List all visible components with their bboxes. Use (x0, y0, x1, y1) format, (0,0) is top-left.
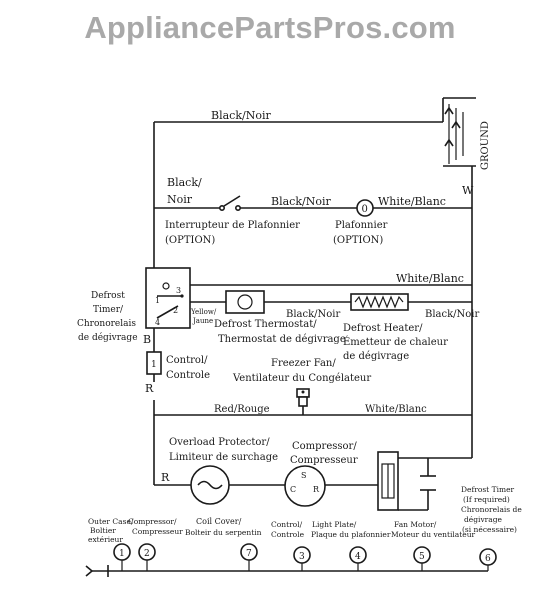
timer-terminal-2: 2 (173, 306, 178, 315)
control-label-2: Controle (166, 370, 210, 381)
freezer-fan-label-1: Freezer Fan/ (271, 358, 336, 369)
defrost-thermostat-label-1: Defrost Thermostat/ (214, 319, 317, 330)
connector-pin-7: 7 (246, 549, 252, 559)
timer-terminal-1: 1 (155, 296, 160, 305)
defrost-heater-label-1: Defrost Heater/ (343, 323, 423, 334)
timer-B-label: B (143, 333, 151, 346)
wire-network (153, 98, 473, 511)
compressor-pin-S: S (301, 471, 306, 480)
defrost-timer-left-4: de dégivrage (78, 332, 138, 343)
ground-tag: W (462, 184, 474, 197)
defrost-timer-left-1: Defrost (91, 291, 125, 301)
control-icon: 1 (146, 351, 162, 375)
connector-pin-3: 3 (299, 552, 305, 562)
control-R-label: R (145, 382, 154, 395)
connector-label-fan-1: Fan Motor/ (394, 520, 437, 529)
defrost-timer-right-2: (If required) (463, 495, 510, 504)
connector-pin-4: 4 (355, 552, 361, 562)
ground-label: GROUND (480, 121, 491, 170)
defrost-timer-right-1: Defrost Timer (461, 485, 515, 494)
row3-white-label: White/Blanc (396, 272, 464, 285)
connector-label-light-1: Light Plate/ (312, 520, 357, 529)
connector-label-outer-2: Boltier (90, 526, 116, 535)
overload-label-1: Overload Protector/ (169, 437, 270, 448)
relay-icon (377, 451, 399, 511)
defrost-thermostat-icon (225, 290, 265, 314)
compressor-icon (284, 465, 326, 507)
thermostat-wire-label: Black/Noir (286, 309, 341, 320)
connector-pin-5: 5 (419, 552, 425, 562)
freezer-fan-label-2: Ventilateur du Congélateur (232, 373, 371, 384)
defrost-thermostat-label-2: Thermostat de dégivrage (218, 334, 346, 345)
connector-pin-6: 6 (485, 554, 491, 564)
light-switch-label-4: (OPTION) (165, 235, 215, 246)
watermark-logo: AppliancePartsPros.com (84, 10, 456, 45)
defrost-timer-left-2: Timer/ (93, 305, 124, 315)
red-wire-label: Red/Rouge (214, 404, 270, 415)
control-label-1: Control/ (166, 355, 208, 366)
connector-label-coil-2: Bolteir du serpentin (185, 528, 262, 537)
connector-label-coil-1: Coil Cover/ (196, 517, 242, 526)
defrost-timer-right-3: Chronorelais de (461, 505, 522, 514)
light-switch-icon (219, 195, 242, 212)
capacitor-icon (420, 475, 436, 491)
connector-label-control-2: Controle (271, 530, 305, 539)
light-bulb-icon: 0 (356, 199, 374, 217)
connector-pins: 1 2 7 3 4 5 6 (113, 543, 497, 571)
ground-icon (443, 97, 476, 167)
light-bulb-symbol: 0 (362, 204, 368, 215)
light-switch-label-2: Noir (167, 193, 193, 206)
freezer-fan-icon (296, 388, 310, 407)
overload-label-2: Limiteur de surchage (169, 452, 278, 463)
overload-R-label: R (161, 471, 170, 484)
overload-protector-icon (190, 465, 230, 505)
light-switch-label-1: Black/ (167, 176, 202, 189)
timer-yellow-label-2: Jaune (192, 317, 213, 325)
defrost-heater-icon (350, 293, 409, 311)
control-number: 1 (151, 360, 157, 370)
light-label-2: (OPTION) (333, 235, 383, 246)
timer-terminal-4: 4 (155, 318, 160, 327)
row2-white-label: White/Blanc (378, 195, 446, 208)
compressor-label-2: Compresseur (290, 455, 358, 466)
compressor-pin-R: R (313, 485, 320, 494)
compressor-pin-C: C (290, 485, 296, 494)
connector-strip (85, 565, 488, 577)
connector-label-comp-1: Compressor/ (128, 517, 177, 526)
defrost-timer-left-3: Chronorelais (77, 319, 136, 329)
light-switch-label-3: Interrupteur de Plafonnier (165, 220, 300, 231)
connector-label-fan-2: Moteur du ventilateur (391, 530, 476, 539)
light-label-1: Plafonnier (335, 220, 388, 231)
row2-black-label: Black/Noir (271, 195, 331, 208)
heater-wire-label: Black/Noir (425, 309, 480, 320)
defrost-timer-right-5: (si nécessaire) (462, 525, 517, 534)
connector-label-comp-2: Compresseur (132, 527, 183, 536)
defrost-timer-right-4: dégivrage (464, 515, 503, 524)
defrost-heater-label-3: de dégivrage (343, 351, 409, 362)
top-wire-label: Black/Noir (211, 109, 271, 122)
timer-terminal-3: 3 (176, 286, 181, 295)
connector-pin-1: 1 (119, 549, 125, 559)
timer-yellow-label-1: Yellow/ (190, 308, 217, 316)
defrost-heater-label-2: Émetteur de chaleur (343, 336, 448, 348)
connector-label-outer-1: Outer Case/ (88, 517, 134, 526)
connector-pin-2: 2 (144, 549, 150, 559)
white-lower-label: White/Blanc (365, 404, 427, 415)
compressor-label-1: Compressor/ (292, 441, 357, 452)
connector-label-light-2: Plaque du plafonnier (311, 530, 391, 539)
connector-label-outer-3: extérieur (88, 535, 123, 544)
defrost-timer-icon (145, 267, 191, 329)
connector-label-control-1: Control/ (271, 520, 303, 529)
